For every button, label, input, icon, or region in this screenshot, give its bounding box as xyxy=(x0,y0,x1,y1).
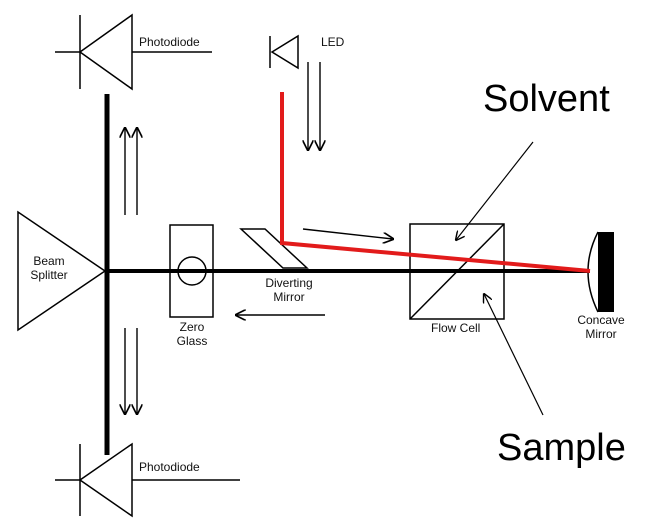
flow-cell-label: Flow Cell xyxy=(431,321,481,335)
solvent-label: Solvent xyxy=(483,78,610,120)
sample-pointer xyxy=(484,294,544,416)
photodiode-top-symbol xyxy=(55,13,212,91)
zero-glass-element xyxy=(169,224,214,318)
photodiode-bottom-label: Photodiode xyxy=(139,460,200,474)
photodiode-top-label: Photodiode xyxy=(139,35,200,49)
solvent-pointer xyxy=(456,141,534,240)
concave-mirror-element xyxy=(587,231,614,313)
forward-arrow xyxy=(302,228,393,239)
sample-label: Sample xyxy=(497,427,626,469)
beam-splitter-label: Beam Splitter xyxy=(30,254,68,282)
concave-mirror-label: Concave Mirror xyxy=(577,313,625,341)
beam-splitter-prism xyxy=(17,210,107,332)
led-symbol xyxy=(269,34,299,70)
zero-glass-label: Zero Glass xyxy=(176,320,208,348)
diverting-mirror-element xyxy=(239,228,309,269)
diverting-mirror-label: Diverting Mirror xyxy=(265,276,313,304)
led-label: LED xyxy=(321,35,345,49)
source-beam xyxy=(280,92,591,273)
photodiode-bottom-symbol xyxy=(55,442,240,518)
